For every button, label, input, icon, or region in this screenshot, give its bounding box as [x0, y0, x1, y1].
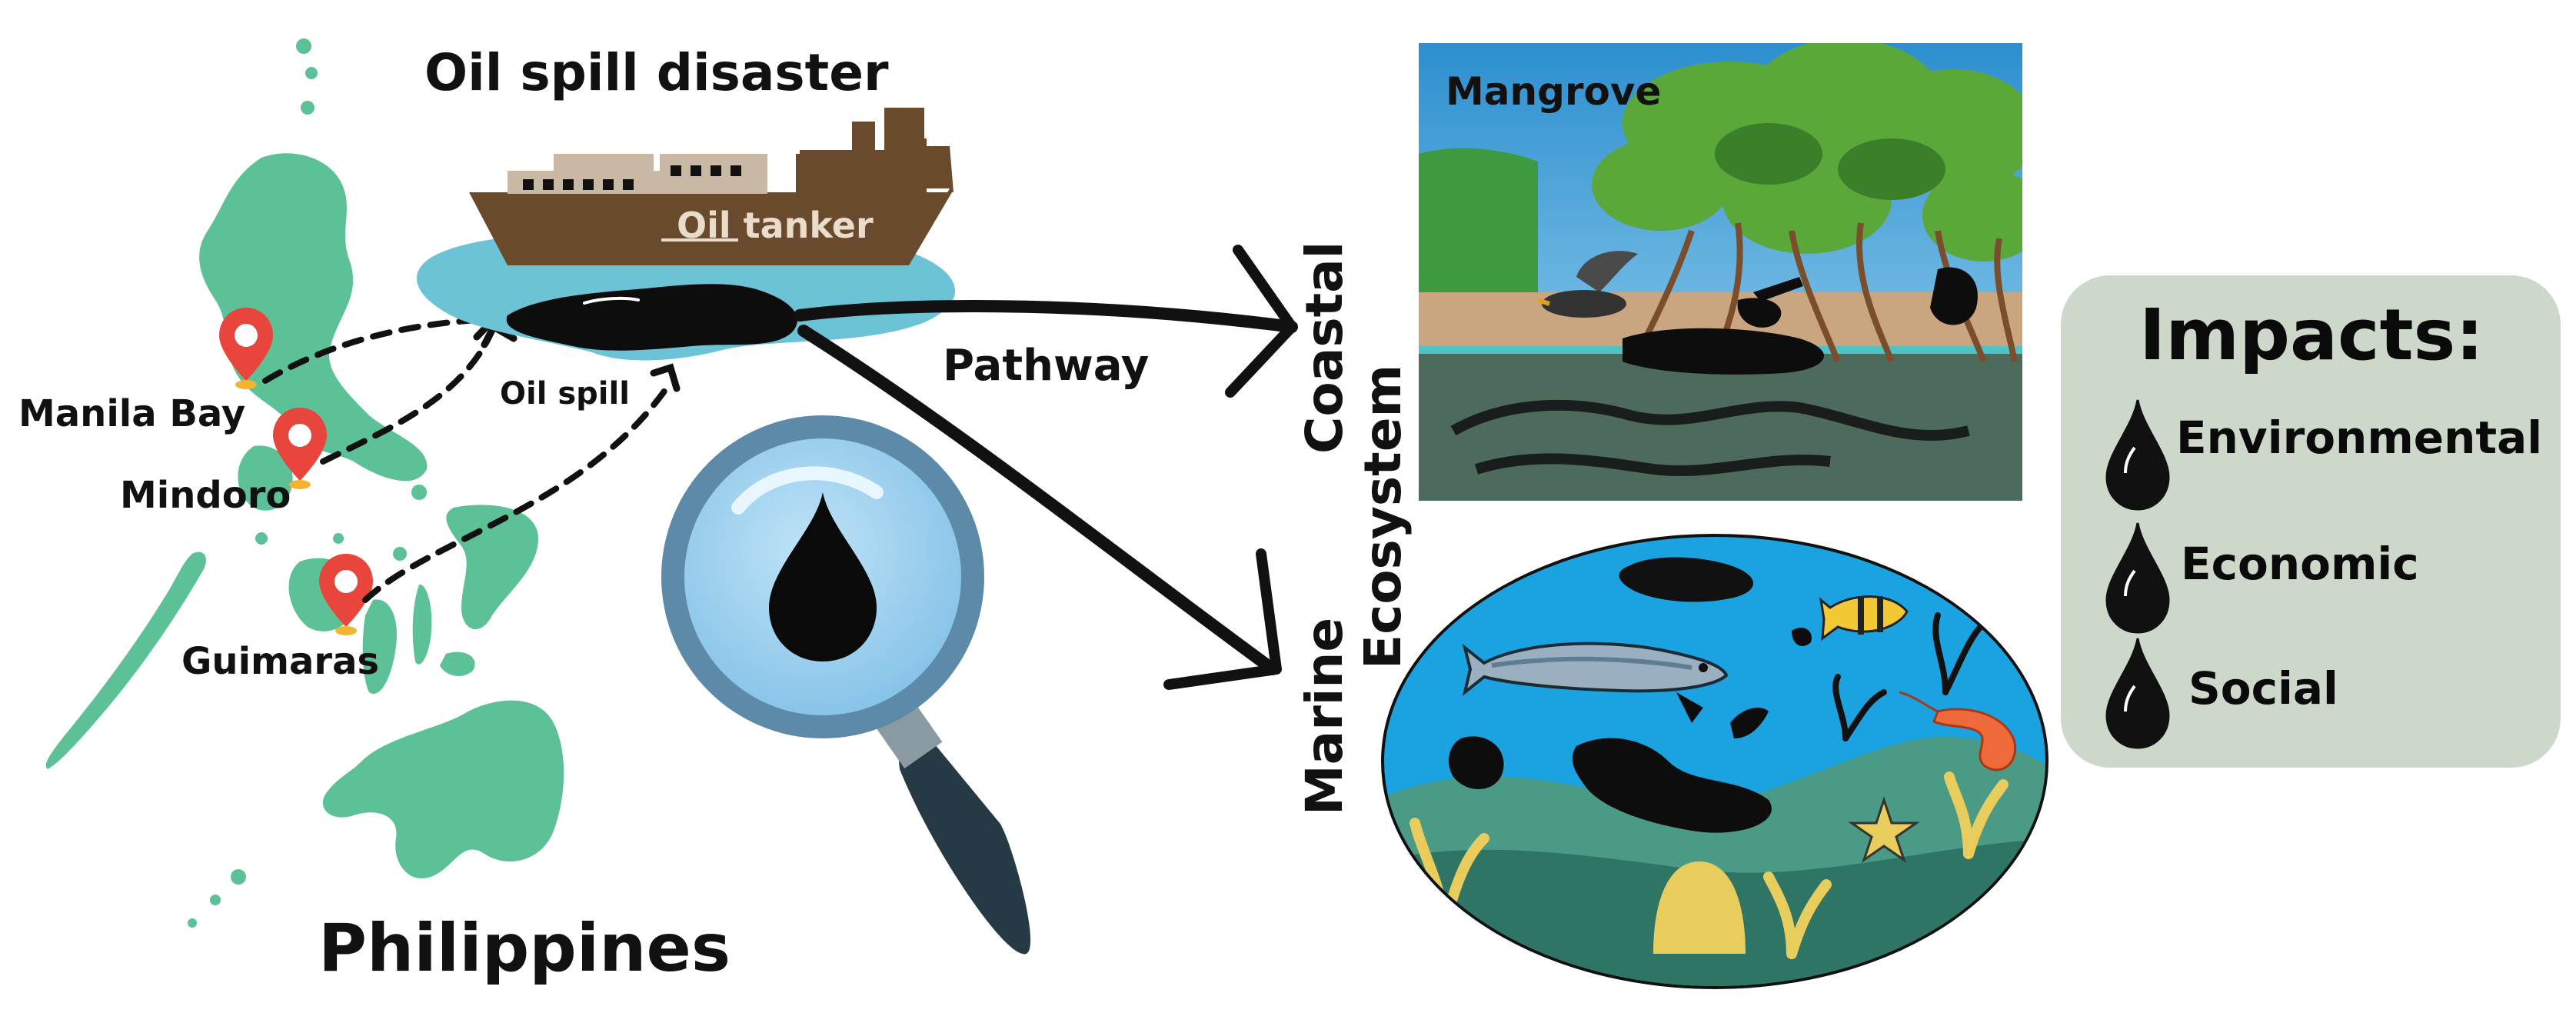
- cebu-island: [412, 584, 432, 665]
- coastal-label: Coastal: [1295, 241, 1354, 454]
- luzon-island: [199, 153, 428, 482]
- impact-item-economic: Economic: [2181, 538, 2419, 590]
- impact-item-environmental: Environmental: [2176, 412, 2543, 464]
- tropical-fish-icon: [1819, 595, 1909, 641]
- oil-drop-icon: [2105, 638, 2170, 749]
- page-title: Oil spill disaster: [424, 43, 889, 102]
- mindoro-island: [238, 445, 293, 511]
- mangrove-scene: [1419, 43, 2022, 501]
- pathway-arrows: [794, 245, 1298, 690]
- philippines-map: [45, 38, 564, 928]
- mindanao-island: [322, 700, 564, 878]
- oiled-bird-icon: [1537, 251, 1638, 318]
- oil-drop-icon: [769, 492, 877, 661]
- marine-scene: [1381, 534, 2048, 989]
- fish-icon: [1462, 641, 1729, 697]
- location-label-mindoro: Mindoro: [120, 474, 291, 517]
- oil-drop-icon: [2105, 522, 2170, 634]
- magnifier-icon: [661, 415, 1031, 955]
- country-label: Philippines: [318, 910, 731, 987]
- location-label-manila-bay: Manila Bay: [18, 392, 246, 435]
- tanker-label: Oil tanker: [677, 205, 874, 246]
- impacts-title: Impacts:: [2139, 294, 2484, 376]
- pathway-label: Pathway: [943, 341, 1150, 391]
- shrimp-icon: [1899, 691, 2017, 771]
- oil-tanker-icon: [469, 108, 954, 265]
- location-pin-icon: [219, 308, 273, 389]
- negros-island: [362, 599, 397, 694]
- starfish-icon: [1848, 796, 1920, 863]
- marine-label: Marine: [1295, 617, 1354, 815]
- bohol-island: [440, 651, 475, 676]
- oil-slick: [506, 284, 797, 351]
- oil-drop-icon: [2105, 399, 2170, 511]
- location-label-guimaras: Guimaras: [181, 640, 380, 683]
- dashed-flow-lines: [262, 316, 672, 603]
- palawan-island: [45, 551, 207, 769]
- location-pin-icon: [273, 408, 327, 489]
- oil-spill-label: Oil spill: [500, 376, 630, 412]
- impact-item-social: Social: [2188, 662, 2338, 715]
- ecosystem-label: Ecosystem: [1353, 364, 1413, 669]
- mangrove-label: Mangrove: [1446, 69, 1662, 114]
- location-pin-icon: [319, 554, 373, 635]
- impacts-box: [2061, 275, 2561, 768]
